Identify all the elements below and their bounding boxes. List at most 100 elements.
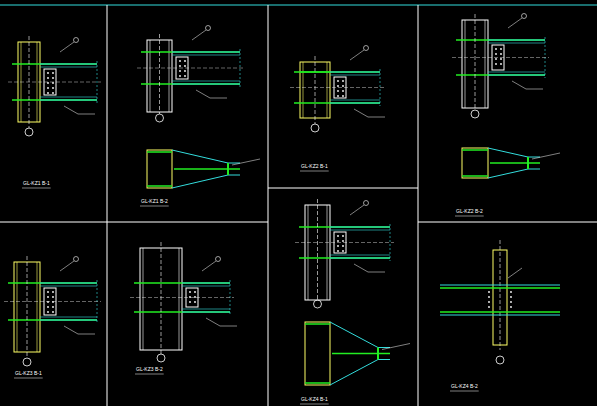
panel-divider <box>418 5 419 406</box>
beam-flange <box>330 255 390 256</box>
leader-line <box>508 268 522 278</box>
column-plan <box>462 148 488 178</box>
panel-divider <box>418 222 597 223</box>
column-flange <box>17 262 18 352</box>
stiffener <box>299 226 390 228</box>
bolt <box>189 291 191 293</box>
bolt <box>47 92 49 94</box>
flange-plan <box>305 323 330 325</box>
leader-line <box>78 334 95 335</box>
column <box>493 250 507 345</box>
leader-line <box>64 106 78 114</box>
axis-line <box>137 68 244 69</box>
beam-flange <box>440 315 560 316</box>
bolt <box>342 90 344 92</box>
haunch-plan <box>172 150 240 188</box>
web-plan <box>332 353 390 355</box>
leader-line <box>526 89 543 90</box>
bolt <box>184 70 186 72</box>
bolt <box>337 85 339 87</box>
axis-line <box>8 82 101 83</box>
axis-bubble <box>23 358 31 366</box>
leader-line <box>220 326 237 327</box>
stiffener <box>300 71 330 73</box>
leader-line <box>196 90 210 98</box>
bolt <box>337 245 339 247</box>
beam-flange <box>182 283 230 284</box>
leader-line <box>232 159 260 165</box>
leader-line <box>64 326 78 334</box>
bolt <box>52 87 54 89</box>
column-flange <box>303 62 304 118</box>
axis-line <box>315 56 316 124</box>
axis-bubble <box>25 128 33 136</box>
bolt <box>342 85 344 87</box>
stiffener <box>134 311 230 313</box>
beam-flange <box>182 286 230 287</box>
stiffener <box>440 287 560 289</box>
bolt <box>495 53 497 55</box>
axis-bubble <box>496 356 504 364</box>
bolt <box>488 296 490 298</box>
stiffener <box>456 39 545 41</box>
axis-bubble <box>156 114 164 122</box>
bolt <box>52 296 54 298</box>
beam-flange <box>40 283 97 284</box>
bolt <box>342 245 344 247</box>
bolt <box>47 296 49 298</box>
caption-underline <box>455 216 484 217</box>
bolt <box>500 48 502 50</box>
bolt <box>495 58 497 60</box>
bolt <box>194 291 196 293</box>
column-flange <box>37 262 38 352</box>
bolt <box>52 92 54 94</box>
bolt <box>47 306 49 308</box>
bolt <box>337 250 339 252</box>
stiffener <box>12 63 97 65</box>
flange-plan <box>462 149 488 151</box>
web-plan <box>174 168 240 170</box>
weld-callout <box>206 26 211 31</box>
leader-line <box>206 318 220 326</box>
bolt <box>337 235 339 237</box>
beam-flange <box>40 64 97 65</box>
bolt <box>47 311 49 313</box>
beam-flange <box>440 285 560 286</box>
column-flange <box>327 205 328 300</box>
column-flange <box>465 20 466 108</box>
beam-flange <box>172 81 240 82</box>
caption-underline <box>135 374 164 375</box>
leader-line <box>78 114 95 115</box>
axis-line <box>475 14 476 110</box>
beam-flange <box>488 40 545 41</box>
stiffener <box>456 74 545 76</box>
weld-plan <box>377 348 379 360</box>
leader-line <box>202 261 216 271</box>
bolt <box>495 63 497 65</box>
column-flange <box>150 40 151 112</box>
bolt <box>342 95 344 97</box>
bolt <box>47 87 49 89</box>
bolt <box>488 291 490 293</box>
bolt <box>500 58 502 60</box>
stiffener <box>141 51 240 53</box>
detail-caption: GL-KZ3 B-1 <box>14 370 43 376</box>
beam-flange <box>330 258 390 259</box>
leader-line <box>368 117 385 118</box>
axis-line <box>4 301 101 302</box>
axis-line <box>500 240 501 350</box>
bolt <box>495 48 497 50</box>
bolt <box>47 77 49 79</box>
stiffener <box>294 71 380 73</box>
caption-underline <box>300 171 329 172</box>
beam-flange <box>488 72 545 73</box>
detail-caption: GL-KZ2 B-1 <box>300 163 329 169</box>
border-line <box>0 5 597 6</box>
leader-line <box>350 205 364 215</box>
flange-plan <box>462 175 488 177</box>
caption-underline <box>140 206 169 207</box>
column-plan <box>147 150 172 188</box>
bolt <box>342 250 344 252</box>
stiffener <box>299 257 390 259</box>
